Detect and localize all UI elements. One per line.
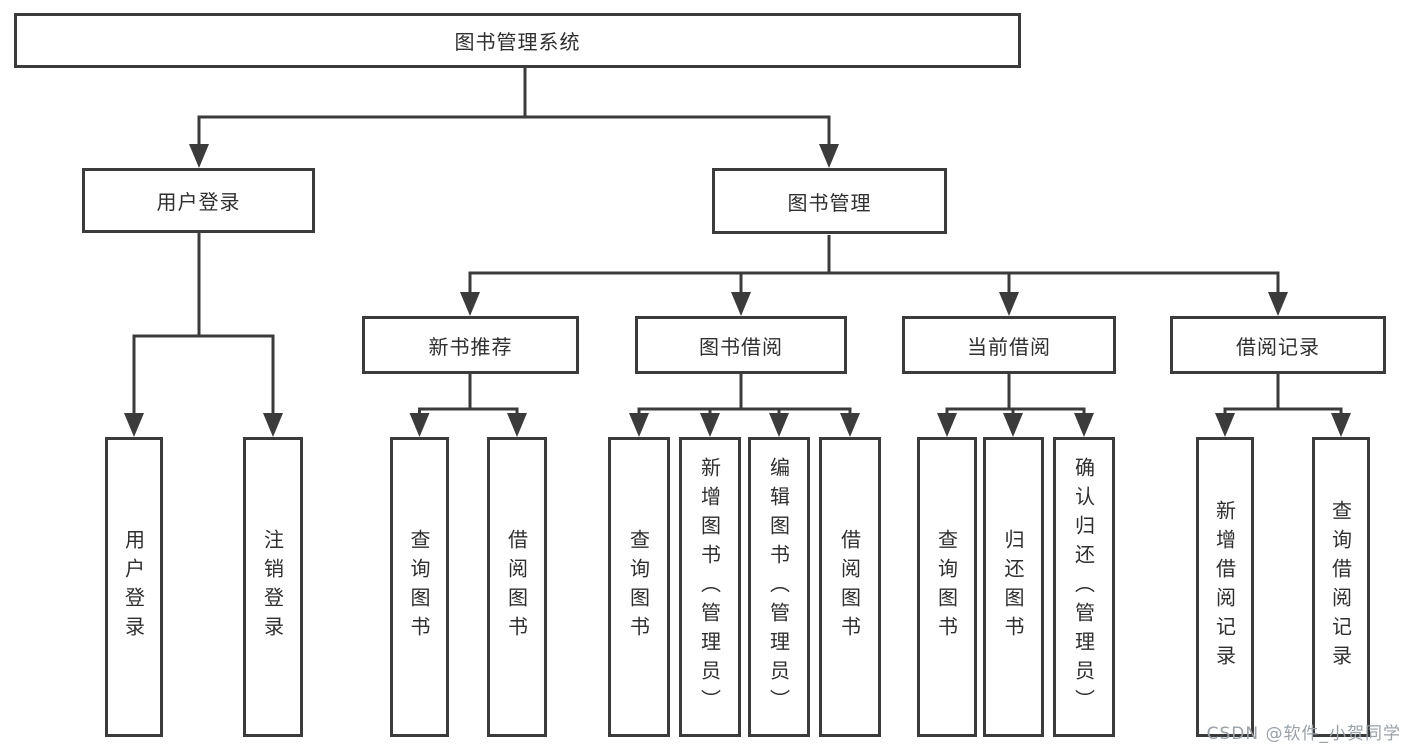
node-leaf-nbr-query-books: 查询图书 [390, 437, 449, 737]
connector-book-mgmt-children [460, 235, 1288, 316]
arrowhead-down-icon [1215, 413, 1235, 437]
node-leaf-cb-confirm-return-admin-label: 确认归还（管理员） [1071, 456, 1096, 718]
arrowhead-down-icon [999, 292, 1019, 316]
arrowhead-down-icon [263, 413, 283, 437]
arrowhead-down-icon [819, 144, 839, 168]
node-leaf-bb-borrow-books: 借阅图书 [819, 437, 881, 737]
node-leaf-br-add-record-label: 新增借阅记录 [1212, 500, 1237, 674]
arrowhead-down-icon [124, 413, 144, 437]
node-leaf-logout-label: 注销登录 [260, 529, 285, 645]
arrowhead-down-icon [409, 413, 430, 437]
node-root-label: 图书管理系统 [454, 30, 581, 54]
connector-current-borrow-children [937, 374, 1094, 437]
node-leaf-user-login-label: 用户登录 [121, 529, 146, 645]
arrowhead-down-icon [1074, 413, 1094, 437]
node-leaf-cb-return-books: 归还图书 [983, 437, 1044, 737]
node-leaf-logout: 注销登录 [243, 437, 303, 737]
node-new-book-rec-label: 新书推荐 [428, 334, 513, 359]
node-leaf-bb-query-books: 查询图书 [608, 437, 670, 737]
node-leaf-bb-edit-books-admin: 编辑图书（管理员） [748, 437, 810, 737]
node-book-mgmt: 图书管理 [712, 168, 947, 234]
node-leaf-bb-add-books-admin-label: 新增图书（管理员） [697, 456, 722, 718]
arrowhead-down-icon [1331, 413, 1351, 437]
csdn-watermark: CSDN @软件_小贺同学 [1206, 724, 1401, 744]
arrowhead-down-icon [507, 413, 527, 437]
node-leaf-cb-confirm-return-admin: 确认归还（管理员） [1053, 437, 1115, 737]
arrowhead-down-icon [1003, 413, 1023, 437]
node-leaf-bb-add-books-admin: 新增图书（管理员） [679, 437, 741, 737]
connector-user-login-children [124, 233, 283, 437]
node-leaf-br-add-record: 新增借阅记录 [1196, 437, 1254, 737]
node-leaf-user-login: 用户登录 [105, 437, 163, 737]
node-user-login: 用户登录 [82, 168, 315, 233]
node-leaf-bb-query-books-label: 查询图书 [626, 529, 651, 645]
connector-new-book-rec-children [409, 374, 527, 437]
node-leaf-cb-return-books-label: 归还图书 [1001, 529, 1025, 645]
connector-root-to-level2 [189, 68, 839, 168]
node-user-login-label: 用户登录 [156, 190, 241, 214]
node-leaf-br-query-record-label: 查询借阅记录 [1328, 500, 1353, 674]
arrowhead-down-icon [937, 413, 957, 437]
arrowhead-down-icon [189, 144, 209, 168]
node-book-borrow-label: 图书借阅 [699, 334, 783, 359]
node-new-book-rec: 新书推荐 [362, 316, 579, 374]
node-book-borrow: 图书借阅 [635, 316, 847, 374]
arrowhead-down-icon [700, 413, 720, 437]
node-root: 图书管理系统 [14, 13, 1021, 68]
arrowhead-down-icon [460, 292, 480, 316]
node-leaf-bb-edit-books-admin-label: 编辑图书（管理员） [766, 456, 791, 718]
node-leaf-cb-query-books-label: 查询图书 [934, 529, 959, 645]
connector-book-borrow-children [629, 374, 860, 437]
node-leaf-nbr-query-books-label: 查询图书 [407, 529, 431, 645]
node-leaf-br-query-record: 查询借阅记录 [1312, 437, 1370, 737]
node-book-mgmt-label: 图书管理 [787, 190, 872, 215]
node-current-borrow: 当前借阅 [902, 316, 1116, 374]
arrowhead-down-icon [840, 413, 860, 437]
arrowhead-down-icon [1268, 292, 1288, 316]
arrowhead-down-icon [731, 292, 751, 316]
node-leaf-bb-borrow-books-label: 借阅图书 [837, 529, 862, 645]
node-leaf-cb-query-books: 查询图书 [917, 437, 977, 737]
node-current-borrow-label: 当前借阅 [967, 334, 1051, 359]
node-borrow-records-label: 借阅记录 [1236, 334, 1320, 359]
node-leaf-nbr-borrow-books-label: 借阅图书 [504, 529, 529, 645]
arrowhead-down-icon [629, 413, 649, 437]
connector-borrow-records-children [1215, 374, 1351, 437]
arrowhead-down-icon [769, 413, 789, 437]
node-leaf-nbr-borrow-books: 借阅图书 [487, 437, 547, 737]
node-borrow-records: 借阅记录 [1170, 316, 1386, 374]
